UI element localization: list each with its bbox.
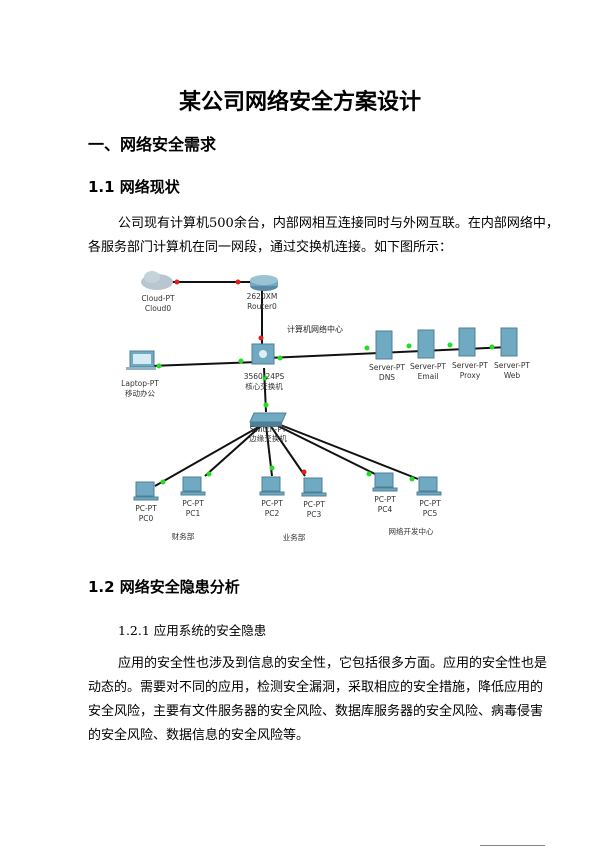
diagram-label: 业务部 xyxy=(283,532,306,542)
diagram-label: Switch-PT xyxy=(250,425,287,434)
diagram-label: PC0 xyxy=(139,514,154,523)
pc-icons xyxy=(133,472,442,501)
diagram-label: PC-PT xyxy=(303,500,325,509)
diagram-label: PC-PT xyxy=(135,504,157,513)
diagram-label: Server-PT xyxy=(369,363,405,372)
core-switch-icon xyxy=(251,343,275,365)
edge-switch-icon xyxy=(249,412,287,427)
diagram-label: Email xyxy=(418,372,439,381)
footer-rule xyxy=(480,845,545,846)
diagram-label: 边缘交换机 xyxy=(249,433,287,443)
router-icon xyxy=(250,275,278,291)
paragraph-line: 应用的安全性也涉及到信息的安全性，它包括很多方面。应用的安全性也是 xyxy=(118,656,548,671)
diagram-label: 网络开发中心 xyxy=(389,526,434,536)
diagram-label: DNS xyxy=(379,373,395,382)
diagram-label: Proxy xyxy=(460,371,481,380)
diagram-label: 财务部 xyxy=(172,531,195,541)
diagram-label: PC4 xyxy=(378,505,393,514)
diagram-label: Cloud-PT xyxy=(141,294,175,303)
paragraph-line: 安全风险，主要有文件服务器的安全风险、数据库服务器的安全风险、病毒侵害 xyxy=(88,704,544,719)
paragraph-line: 的安全风险、数据信息的安全风险等。 xyxy=(88,728,310,743)
page-title: 某公司网络安全方案设计 xyxy=(178,90,421,115)
diagram-label: PC5 xyxy=(423,509,438,518)
diagram-label: 2620XM xyxy=(247,292,278,301)
diagram-label: 核心交换机 xyxy=(245,381,283,391)
diagram-label: PC-PT xyxy=(419,499,441,508)
diagram-label: Cloud0 xyxy=(145,304,171,313)
diagram-label: Router0 xyxy=(247,302,277,311)
diagram-label: PC-PT xyxy=(261,499,283,508)
diagram-label: Server-PT xyxy=(410,362,446,371)
diagram-label: PC-PT xyxy=(374,495,396,504)
diagram-label: Server-PT xyxy=(452,361,488,370)
cloud-icon xyxy=(141,271,173,290)
link-status-dots xyxy=(156,279,495,485)
section-heading: 一、网络安全需求 xyxy=(88,135,217,154)
subsubsection-heading: 1.2.1 应用系统的安全隐患 xyxy=(118,623,267,638)
diagram-label: Server-PT xyxy=(494,361,530,370)
paragraph-line: 各服务部门计算机在同一网段，通过交换机连接。如下图所示： xyxy=(88,240,453,255)
diagram-label: PC-PT xyxy=(182,499,204,508)
diagram-label: Laptop-PT xyxy=(121,379,159,388)
laptop-icon xyxy=(126,350,156,370)
paragraph-line: 动态的。需要对不同的应用，检测安全漏洞，采取相应的安全措施，降低应用的 xyxy=(88,680,544,695)
diagram-label: PC1 xyxy=(186,509,201,518)
paragraph-line: 公司现有计算机500余台，内部网相互连接同时与外网互联。在内部网络中， xyxy=(118,216,559,231)
diagram-label: PC2 xyxy=(265,509,280,518)
subsection-heading: 1.2 网络安全隐患分析 xyxy=(88,578,240,596)
server-icons xyxy=(375,327,518,360)
diagram-label: 3560-24PS xyxy=(244,372,285,381)
diagram-label: 移动办公 xyxy=(125,388,155,398)
diagram-label: Web xyxy=(504,371,521,380)
diagram-label: 计算机网络中心 xyxy=(287,324,343,334)
subsection-heading: 1.1 网络现状 xyxy=(88,178,180,196)
diagram-label: PC3 xyxy=(307,510,322,519)
